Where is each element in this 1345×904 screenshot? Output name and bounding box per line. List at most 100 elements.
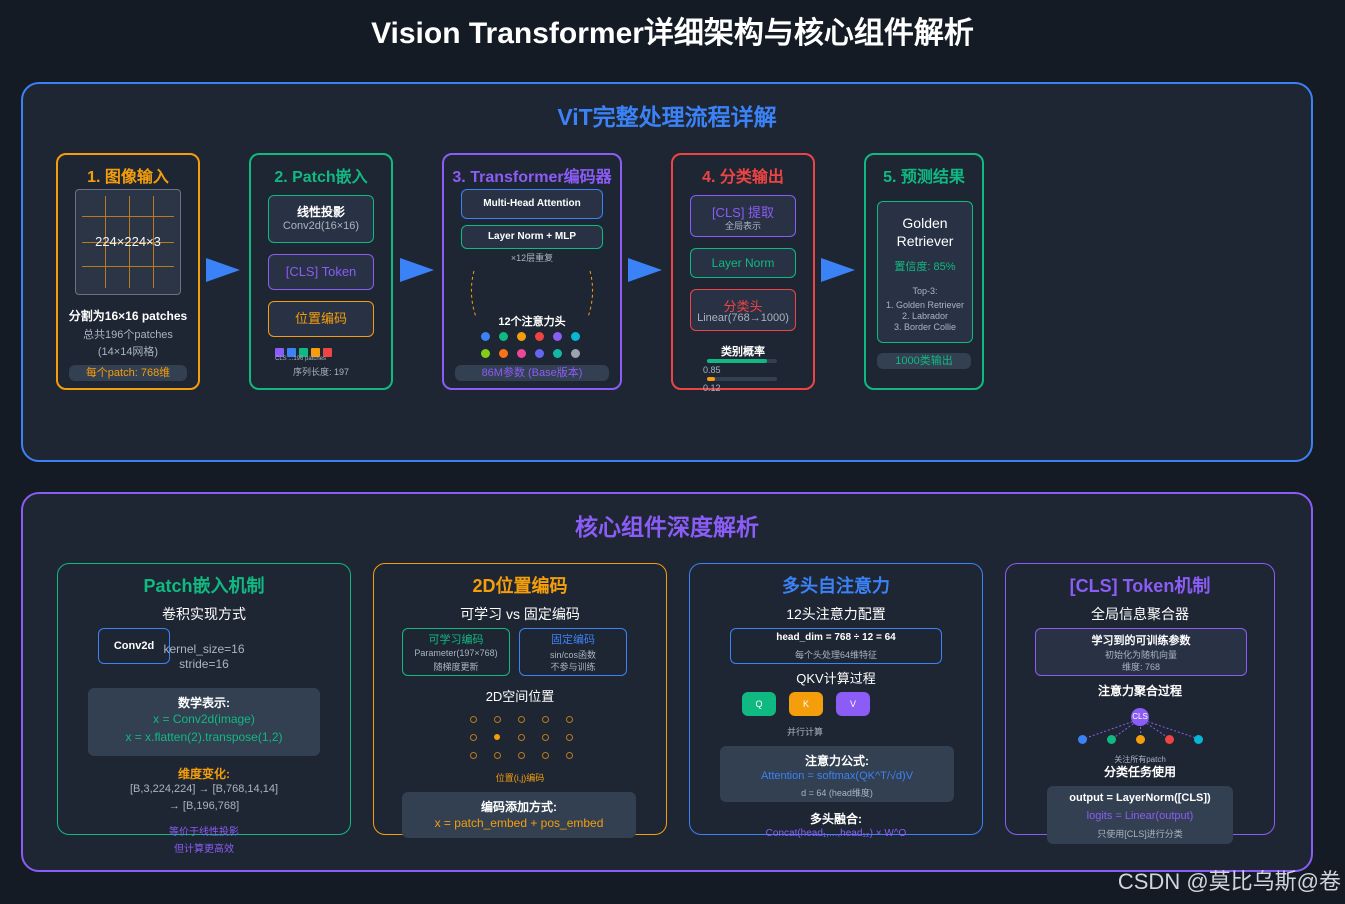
position-dot <box>494 752 501 759</box>
step-classification-output: 4. 分类输出 [CLS] 提取 全局表示 Layer Norm 分类头 Lin… <box>671 153 815 393</box>
math-title: 数学表示: <box>178 696 230 710</box>
math-line-1: x = Conv2d(image) <box>153 712 255 726</box>
encoding-add-title: 编码添加方式: <box>481 800 557 814</box>
cls-node: CLS <box>1131 708 1149 726</box>
prob-value-2: 0.12 <box>703 383 721 393</box>
mha-box: Multi-Head Attention <box>461 189 603 219</box>
parallel-text: 并行计算 <box>787 727 824 737</box>
patch-card-subtitle: 卷积实现方式 <box>162 606 246 622</box>
stride-text: stride=16 <box>179 657 229 671</box>
ln-mlp-box: Layer Norm + MLP <box>461 225 603 249</box>
image-size-label: 224×224×3 <box>95 234 161 249</box>
fixed-encoding-box: 固定编码 sin/cos函数 不参与训练 <box>519 628 627 676</box>
cls-token-box: [CLS] Token <box>268 254 374 290</box>
split-text: 分割为16×16 patches <box>68 309 188 323</box>
image-grid: 224×224×3 <box>75 189 181 295</box>
patch-node <box>1078 735 1087 744</box>
position-dot <box>470 752 477 759</box>
step-patch-embedding: 2. Patch嵌入 线性投影 Conv2d(16×16) [CLS] Toke… <box>249 153 393 390</box>
fixed-title: 固定编码 <box>551 634 595 646</box>
patch-card-title: Patch嵌入机制 <box>143 576 265 596</box>
position-dot <box>518 734 525 741</box>
step1-title: 1. 图像输入 <box>87 169 169 186</box>
cls-extract-sub: 全局表示 <box>724 221 761 231</box>
classifier-head-sub: Linear(768→1000) <box>697 312 789 324</box>
formula-title: 注意力公式: <box>805 754 869 768</box>
kernel-size-text: kernel_size=16 <box>163 642 245 656</box>
patch-dim-badge: 每个patch: 768维 <box>69 365 187 381</box>
head-dim-line-2: 每个头处理64维特征 <box>794 650 877 660</box>
prob-bar-2 <box>707 377 716 381</box>
prob-value-1: 0.85 <box>703 365 721 375</box>
position-dot <box>494 734 500 740</box>
prob-bar-1 <box>707 359 767 363</box>
position-dot <box>566 734 573 741</box>
classifier-head-box: 分类头 Linear(768→1000) <box>690 289 796 331</box>
cls-card-title: [CLS] Token机制 <box>1069 576 1211 596</box>
aggregation-title: 注意力聚合过程 <box>1097 684 1182 698</box>
encoding-add-panel: 编码添加方式: x = patch_embed + pos_embed <box>402 792 636 838</box>
top3-item-1: 1. Golden Retriever <box>885 300 965 310</box>
cls-card-subtitle: 全局信息聚合器 <box>1091 606 1189 622</box>
patch-node <box>1136 735 1145 744</box>
patch-embedding-card: Patch嵌入机制 卷积实现方式 Conv2d kernel_size=16 s… <box>57 563 351 855</box>
total-patches-text: 总共196个patches <box>83 329 173 341</box>
repeat-text: ×12层重复 <box>510 253 554 263</box>
cls-extract-box: [CLS] 提取 全局表示 <box>690 195 796 237</box>
step2-title: 2. Patch嵌入 <box>274 169 368 186</box>
step5-title: 5. 预测结果 <box>883 169 965 186</box>
prob-title: 类别概率 <box>721 346 765 358</box>
dim-change-2: → [B,196,768] <box>168 800 240 812</box>
watermark: CSDN @莫比乌斯@卷 <box>1117 869 1341 894</box>
cls-output-line-2: logits = Linear(output) <box>1086 810 1194 822</box>
position-grid <box>470 716 574 766</box>
position-encoding-box: 位置编码 <box>268 301 374 337</box>
fusion-formula: Concat(head₁,...,head₁₂) × W^O <box>765 828 907 839</box>
conv2d-box: Conv2d <box>98 628 170 664</box>
prediction-box: Golden Retriever 置信度: 85% Top-3: 1. Gold… <box>877 201 973 343</box>
attention-curve-icon <box>470 270 594 318</box>
cls-output-line-1: output = LayerNorm([CLS]) <box>1069 792 1211 804</box>
patch-note-1: 等价于线性投影 <box>169 827 239 838</box>
predicted-class: Golden Retriever <box>896 215 954 249</box>
position-encoding-card: 2D位置编码 可学习 vs 固定编码 可学习编码 Parameter(197×7… <box>373 563 667 838</box>
position-dot <box>542 734 549 741</box>
v-box: V <box>836 692 870 716</box>
step4-title: 4. 分类输出 <box>702 169 784 186</box>
fusion-title: 多头融合: <box>810 812 862 826</box>
formula-text: Attention = softmax(QK^T/√d)V <box>760 770 914 782</box>
projection-sub: Conv2d(16×16) <box>282 220 360 232</box>
position-dot <box>494 716 501 723</box>
mhsa-card-title: 多头自注意力 <box>782 576 890 596</box>
flow-arrow-icon <box>400 258 434 282</box>
formula-sub: d = 64 (head维度) <box>801 788 873 798</box>
pipeline-title: ViT完整处理流程详解 <box>557 104 777 130</box>
confidence-text: 置信度: 85% <box>894 261 956 273</box>
position-dot <box>470 716 477 723</box>
spatial-position-title: 2D空间位置 <box>485 689 555 704</box>
trainable-line-2: 维度: 768 <box>1121 662 1161 672</box>
components-title: 核心组件深度解析 <box>575 514 759 540</box>
step-prediction-result: 5. 预测结果 Golden Retriever 置信度: 85% Top-3:… <box>864 153 984 390</box>
flow-arrow-icon <box>628 258 662 282</box>
grid-text: (14×14网格) <box>97 346 159 358</box>
head-dim-line-1: head_dim = 768 ÷ 12 = 64 <box>776 632 896 643</box>
patch-note-2: 但计算更高效 <box>174 844 234 855</box>
layer-norm-box: Layer Norm <box>690 248 796 278</box>
k-box: K <box>789 692 823 716</box>
step3-title: 3. Transformer编码器 <box>452 169 612 186</box>
mhsa-card-subtitle: 12头注意力配置 <box>786 606 886 622</box>
patch-node <box>1107 735 1116 744</box>
attend-all-text: 关注所有patch <box>1114 755 1166 764</box>
sequence-tiny-label: CLS ...196 patches <box>275 356 327 362</box>
projection-title: 线性投影 <box>296 205 345 219</box>
pos-card-subtitle: 可学习 vs 固定编码 <box>460 606 580 622</box>
step-image-input: 1. 图像输入 224×224×3 分割为16×16 patches 总共196… <box>56 153 200 390</box>
classification-use-title: 分类任务使用 <box>1103 765 1176 779</box>
encoding-add-formula: x = patch_embed + pos_embed <box>434 816 604 830</box>
classifier-head-title: 分类头 <box>723 299 763 314</box>
cls-output-line-3: 只使用[CLS]进行分类 <box>1097 829 1183 839</box>
output-classes-badge: 1000类输出 <box>877 353 971 369</box>
top3-item-2: 2. Labrador <box>901 311 949 321</box>
math-line-2: x = x.flatten(2).transpose(1,2) <box>125 730 283 744</box>
